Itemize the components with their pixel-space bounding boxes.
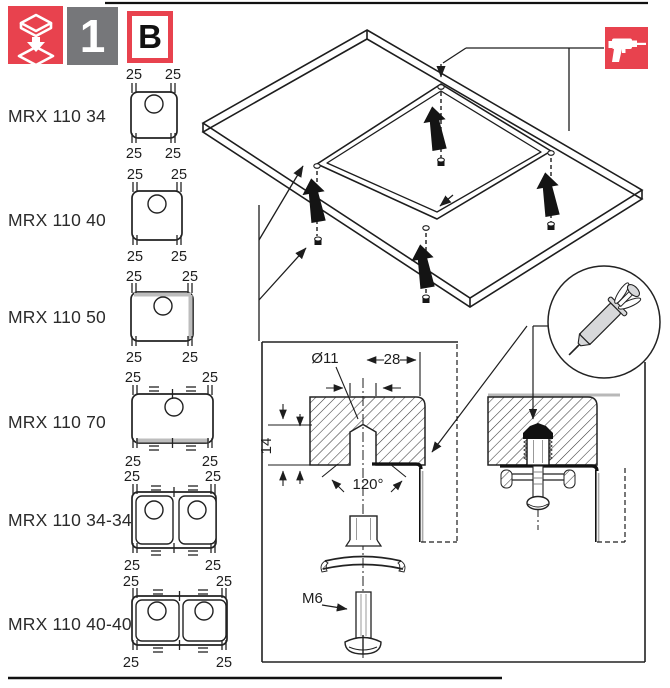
drain-hole	[147, 194, 167, 214]
clamp-saddle	[320, 555, 406, 573]
topview-mrx-110-40	[131, 182, 183, 245]
dim-hole-diameter: Ø11	[311, 350, 338, 367]
dim-25: 25	[125, 370, 141, 386]
dim-25: 25	[124, 558, 140, 574]
detail-box: Ø11 28 14 120°	[258, 341, 646, 663]
fastener-exploded: M6	[302, 515, 406, 655]
dim-25: 25	[182, 269, 198, 285]
worktop-isometric	[201, 29, 644, 308]
dim-25: 25	[205, 558, 221, 574]
drain-hole	[147, 601, 167, 621]
clip-offset-labels: 25 25 25 25 25 25 25 25 25 25 25 25 25 2…	[123, 67, 232, 671]
section-letter: B	[138, 18, 162, 55]
topview-mrx-110-70	[131, 385, 214, 451]
loose-studs	[314, 157, 555, 303]
dim-25: 25	[216, 574, 232, 590]
dim-25: 25	[171, 249, 187, 265]
dim-25: 25	[165, 67, 181, 83]
leader-lines	[258, 47, 604, 341]
topview-mrx-110-34-34	[131, 484, 217, 556]
dim-edge-distance: 28	[384, 351, 401, 368]
model-label-mrx-110-50: MRX 110 50	[8, 307, 106, 327]
cutout-inner	[326, 90, 542, 213]
drain-hole	[187, 500, 207, 520]
glue-cap	[523, 423, 553, 439]
dim-25: 25	[123, 655, 139, 671]
dim-25: 25	[205, 469, 221, 485]
dim-screw-thread: M6	[302, 590, 323, 607]
drain-hole	[164, 397, 184, 417]
step-number: 1	[79, 10, 106, 62]
model-label-mrx-110-34: MRX 110 34	[8, 106, 106, 126]
dim-25: 25	[165, 146, 181, 162]
edge-pins	[313, 84, 555, 231]
drain-hole	[194, 601, 214, 621]
topview-mrx-110-34	[130, 83, 178, 143]
dim-25: 25	[182, 350, 198, 366]
dim-25: 25	[216, 655, 232, 671]
dim-25: 25	[126, 146, 142, 162]
insert-bore	[529, 439, 547, 464]
dim-drill-angle: 120°	[352, 476, 383, 493]
dim-25: 25	[202, 454, 218, 470]
topview-mrx-110-40-40	[131, 588, 228, 653]
drain-hole	[144, 500, 164, 520]
section-badge: B	[127, 11, 173, 63]
model-label-mrx-110-70: MRX 110 70	[8, 412, 106, 432]
dim-25: 25	[126, 269, 142, 285]
sink-topviews	[130, 83, 228, 653]
drill-icon-glyph	[608, 38, 646, 62]
model-label-mrx-110-40: MRX 110 40	[8, 210, 106, 230]
drill-icon	[605, 27, 648, 69]
sink-insert-icon	[8, 6, 63, 64]
down-arrow-icon	[27, 37, 45, 52]
step-number-badge: 1	[67, 7, 118, 65]
m6-screw	[344, 591, 382, 655]
dim-25: 25	[127, 249, 143, 265]
dim-25: 25	[202, 370, 218, 386]
dim-25: 25	[125, 454, 141, 470]
dim-25: 25	[124, 469, 140, 485]
drain-hole	[153, 296, 173, 316]
drain-hole	[144, 94, 164, 114]
topview-mrx-110-50	[130, 283, 194, 346]
sink-flange	[500, 464, 599, 472]
glue-syringe-icon	[568, 282, 642, 356]
fixing-studs	[299, 84, 564, 303]
dim-25: 25	[126, 67, 142, 83]
page-rules	[8, 1, 648, 680]
model-label-mrx-110-40-40: MRX 110 40-40	[8, 614, 132, 634]
dim-25: 25	[127, 167, 143, 183]
sink-flange	[372, 462, 423, 470]
threaded-insert	[349, 515, 378, 543]
dim-hole-depth: 14	[258, 438, 275, 455]
worktop-hatched	[309, 396, 426, 466]
dim-25: 25	[126, 350, 142, 366]
sink-insert-icon-glyph	[17, 13, 55, 64]
dim-25: 25	[123, 574, 139, 590]
dim-25: 25	[171, 167, 187, 183]
section-stud-glued	[487, 393, 626, 543]
stud-shaft	[532, 465, 544, 501]
screw-head	[526, 495, 550, 511]
model-label-mrx-110-34-34: MRX 110 34-34	[8, 510, 132, 530]
glue-detail	[431, 265, 661, 453]
